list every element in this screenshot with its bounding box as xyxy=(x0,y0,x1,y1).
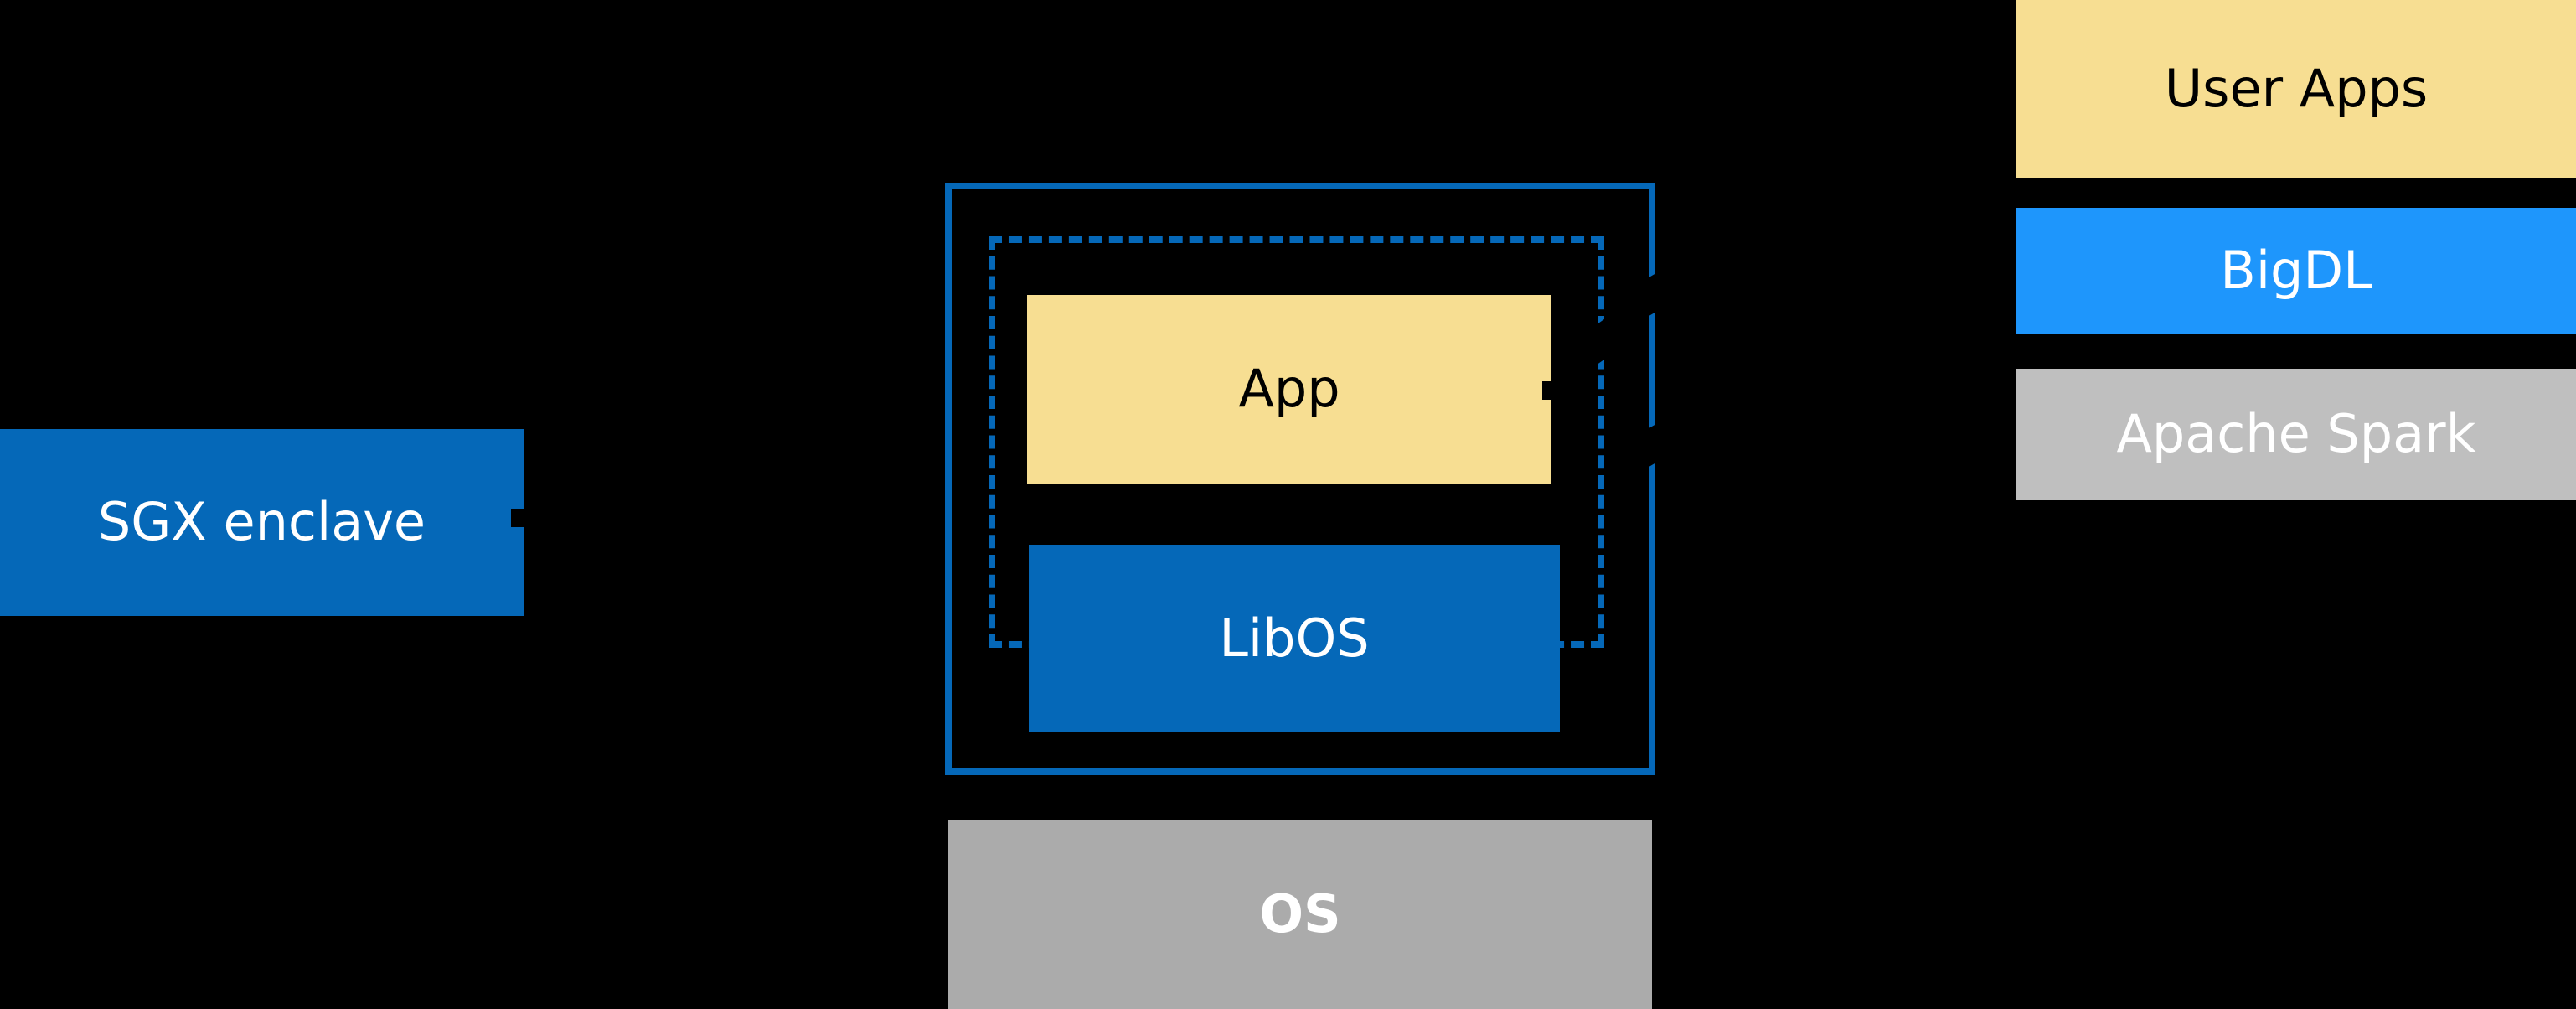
bigdl-label: BigDL xyxy=(2220,239,2372,301)
sgx-enclave-box: SGX enclave xyxy=(0,429,524,616)
os-box: OS xyxy=(948,820,1652,1009)
libos-box: LibOS xyxy=(1029,545,1560,732)
user-apps-label: User Apps xyxy=(2164,57,2429,119)
app-box: App xyxy=(1027,295,1551,484)
libos-label: LibOS xyxy=(1219,607,1370,669)
enclave-boundary-rect xyxy=(945,183,1655,775)
user-apps-box: User Apps xyxy=(2016,0,2576,178)
app-label: App xyxy=(1238,358,1340,420)
apache-spark-label: Apache Spark xyxy=(2116,403,2476,465)
bigdl-box: BigDL xyxy=(2016,208,2576,334)
sgx-enclave-label: SGX enclave xyxy=(97,491,426,553)
os-label: OS xyxy=(1259,882,1341,944)
sgx-connector-arrowhead-icon xyxy=(511,509,529,527)
app-connector-arrowhead-icon xyxy=(1542,381,1561,400)
apache-spark-box: Apache Spark xyxy=(2016,369,2576,500)
